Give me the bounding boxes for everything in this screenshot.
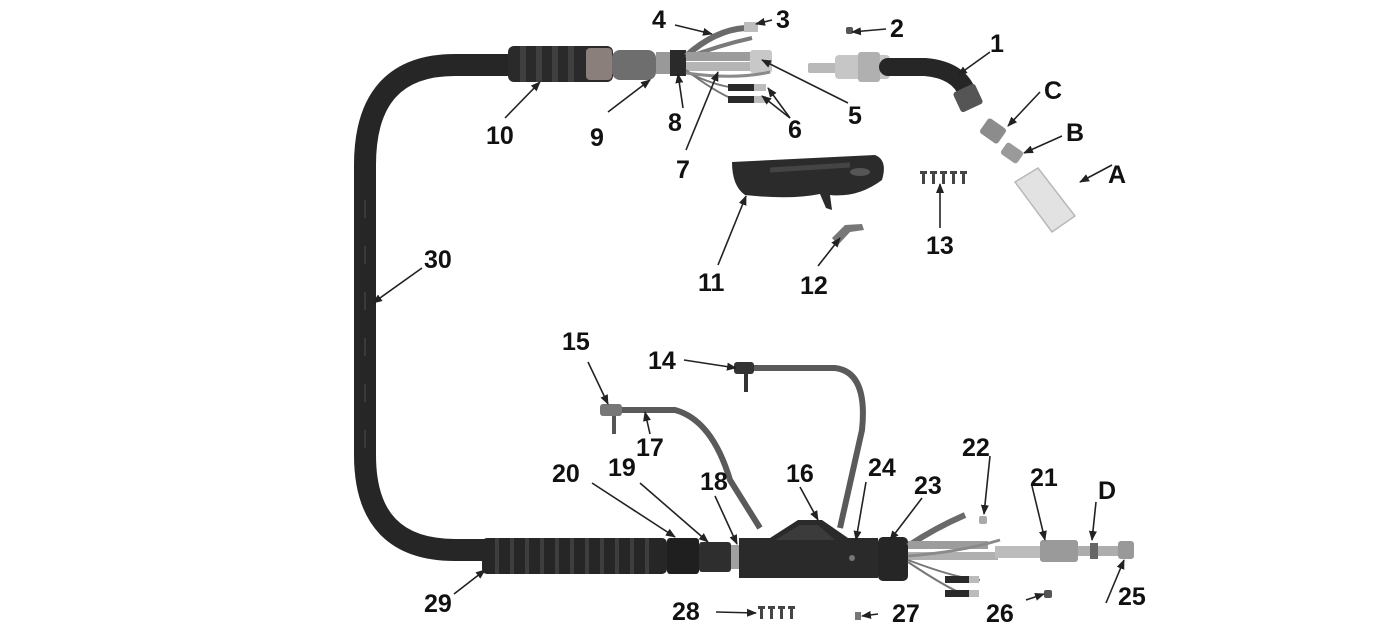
callout-30: 30 xyxy=(424,246,452,274)
gas-nozzle xyxy=(1013,167,1077,234)
nut-19 xyxy=(699,542,731,572)
control-wires-upper xyxy=(683,22,772,103)
callout-28: 28 xyxy=(672,598,700,626)
end-cap-23 xyxy=(878,537,908,581)
control-wires-lower xyxy=(906,512,1001,597)
small-part-22 xyxy=(979,516,987,524)
screws-13 xyxy=(920,171,967,184)
callout-8: 8 xyxy=(668,109,682,137)
callout-4: 4 xyxy=(652,6,666,34)
callout-7: 7 xyxy=(676,156,690,184)
callout-26: 26 xyxy=(986,600,1014,628)
callout-22: 22 xyxy=(962,434,990,462)
callout-20: 20 xyxy=(552,460,580,488)
callout-29: 29 xyxy=(424,590,452,618)
callout-B: B xyxy=(1066,119,1084,147)
water-hose-14 xyxy=(748,365,866,529)
callout-19: 19 xyxy=(608,454,636,482)
main-cable xyxy=(354,54,521,561)
callout-25: 25 xyxy=(1118,583,1146,611)
callout-15: 15 xyxy=(562,328,590,356)
cable-support-spring xyxy=(482,538,667,574)
callout-D: D xyxy=(1098,477,1116,505)
callout-C: C xyxy=(1044,77,1062,105)
contact-tip-holder xyxy=(980,118,1006,144)
callout-11: 11 xyxy=(698,269,725,297)
nut-25 xyxy=(1118,541,1134,559)
callout-6: 6 xyxy=(788,116,802,144)
small-part-2 xyxy=(846,27,853,34)
callout-23: 23 xyxy=(914,472,942,500)
leader-lines xyxy=(372,17,1125,619)
callout-3: 3 xyxy=(776,6,790,34)
coupling-sleeve-20 xyxy=(667,538,699,574)
hose-connector-14 xyxy=(734,362,754,392)
splitter-body xyxy=(739,520,878,578)
small-part-26 xyxy=(1044,590,1052,598)
torch-neck xyxy=(808,52,983,113)
cable-coupling xyxy=(656,50,686,76)
callout-5: 5 xyxy=(848,102,862,130)
callout-1: 1 xyxy=(990,30,1004,58)
callout-9: 9 xyxy=(590,124,604,152)
callout-A: A xyxy=(1108,161,1126,189)
callout-14: 14 xyxy=(648,347,676,375)
callout-16: 16 xyxy=(786,460,814,488)
callout-27: 27 xyxy=(892,600,920,628)
callout-24: 24 xyxy=(868,454,896,482)
callout-12: 12 xyxy=(800,272,828,300)
contact-tip xyxy=(1000,142,1024,164)
central-connector xyxy=(995,540,1118,562)
small-part-27 xyxy=(855,612,861,620)
callout-10: 10 xyxy=(486,122,514,150)
hose-connector-15 xyxy=(600,404,622,434)
water-hose-17 xyxy=(615,407,763,530)
callout-17: 17 xyxy=(636,434,664,462)
handle-shell xyxy=(732,155,884,210)
callout-2: 2 xyxy=(890,15,904,43)
callout-13: 13 xyxy=(926,232,954,260)
rear-cable-boot xyxy=(508,46,656,82)
callout-18: 18 xyxy=(700,468,728,496)
screws-28 xyxy=(758,606,795,619)
ring-18 xyxy=(731,545,739,569)
callout-labels: 1 2 3 4 5 6 7 8 9 10 11 12 13 14 15 16 1… xyxy=(424,6,1146,628)
callout-21: 21 xyxy=(1030,464,1058,492)
